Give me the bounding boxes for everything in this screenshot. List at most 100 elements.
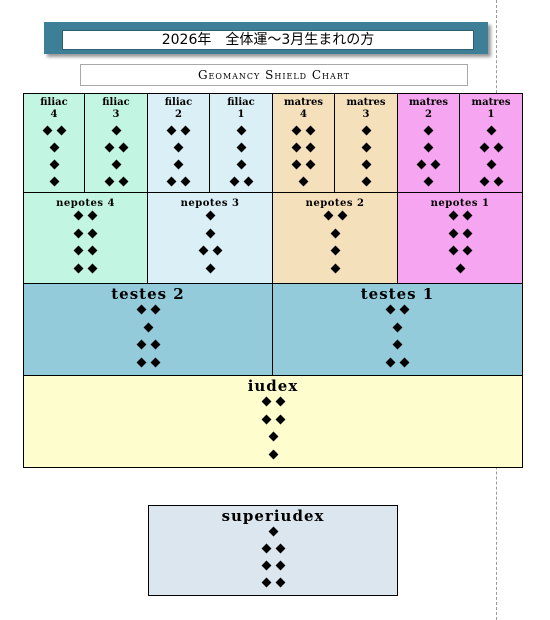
diamond-point-icon <box>416 159 427 170</box>
diamond-point-icon <box>486 159 496 170</box>
geomantic-figure <box>273 304 522 368</box>
figure-line <box>423 176 434 187</box>
figure-line <box>361 125 371 136</box>
diamond-point-icon <box>291 159 302 170</box>
diamond-point-icon <box>305 159 316 170</box>
diamond-point-icon <box>236 142 246 153</box>
geomantic-figure <box>210 125 272 187</box>
diamond-point-icon <box>392 339 403 350</box>
diamond-point-icon <box>118 142 128 153</box>
diamond-point-icon <box>462 210 472 221</box>
diamond-point-icon <box>104 142 114 153</box>
diamond-point-icon <box>268 449 278 460</box>
figure-line <box>49 176 59 187</box>
diamond-point-icon <box>180 176 191 187</box>
figure-line <box>49 159 59 170</box>
geomantic-figure <box>335 125 397 187</box>
figure-line <box>198 245 222 256</box>
diamond-point-icon <box>150 357 160 368</box>
iudex-cell: iudex <box>23 376 523 468</box>
geomantic-figure <box>460 125 522 187</box>
geomantic-figure <box>148 210 272 274</box>
testes-row: testes 2 testes 1 <box>23 284 523 376</box>
figure-line <box>291 125 316 136</box>
figure-line <box>173 159 184 170</box>
diamond-point-icon <box>455 263 465 274</box>
figure-line <box>392 322 403 333</box>
diamond-point-icon <box>243 176 253 187</box>
diamond-point-icon <box>493 142 503 153</box>
figure-line <box>73 245 98 256</box>
figure-line <box>261 560 285 571</box>
figure-line <box>479 142 503 153</box>
diamond-point-icon <box>180 125 191 136</box>
figure-line <box>136 304 160 315</box>
figure-line <box>361 142 371 153</box>
diamond-point-icon <box>205 263 215 274</box>
diamond-point-icon <box>423 176 434 187</box>
diamond-point-icon <box>166 125 177 136</box>
diamond-point-icon <box>330 245 340 256</box>
diamond-point-icon <box>104 176 114 187</box>
diamond-point-icon <box>399 357 410 368</box>
diamond-point-icon <box>118 176 128 187</box>
diamond-point-icon <box>111 125 121 136</box>
figure-line <box>261 396 285 407</box>
diamond-point-icon <box>330 228 340 239</box>
nepotes-4-cell: nepotes 4 <box>23 193 148 284</box>
figure-line <box>268 449 278 460</box>
diamond-point-icon <box>392 322 403 333</box>
page-title: 2026年 全体運～3月生まれの方 <box>62 30 474 50</box>
diamond-point-icon <box>261 396 271 407</box>
figure-line <box>261 543 285 554</box>
geomantic-figure <box>24 210 147 274</box>
nepotes-1-cell: nepotes 1 <box>398 193 523 284</box>
diamond-point-icon <box>49 176 59 187</box>
diamond-point-icon <box>261 414 271 425</box>
diamond-point-icon <box>87 263 98 274</box>
figure-line <box>416 159 441 170</box>
figure-line <box>73 210 98 221</box>
diamond-point-icon <box>198 245 208 256</box>
figure-line <box>361 159 371 170</box>
diamond-point-icon <box>462 245 472 256</box>
diamond-point-icon <box>423 142 434 153</box>
figure-line <box>236 159 246 170</box>
nepotes-2-cell: nepotes 2 <box>273 193 398 284</box>
figure-line <box>291 142 316 153</box>
diamond-point-icon <box>166 176 177 187</box>
cell-label: nepotes 4 <box>56 198 115 209</box>
cell-label: nepotes 2 <box>305 198 365 209</box>
figure-line <box>486 125 496 136</box>
diamond-point-icon <box>385 304 396 315</box>
diamond-point-icon <box>229 176 239 187</box>
testes-1-cell: testes 1 <box>273 284 523 376</box>
cell-label: nepotes 3 <box>180 198 240 209</box>
iudex-row: iudex <box>23 376 523 468</box>
diamond-point-icon <box>111 159 121 170</box>
cell-label: testes 2 <box>111 285 185 303</box>
geomantic-figure <box>273 210 397 274</box>
figure-line <box>479 176 503 187</box>
diamond-point-icon <box>479 176 489 187</box>
superiudex-box: superiudex <box>148 505 398 596</box>
diamond-point-icon <box>361 125 371 136</box>
figure-line <box>173 142 184 153</box>
figure-line <box>268 526 278 537</box>
figure-line <box>486 159 496 170</box>
figure-line <box>261 414 285 425</box>
figure-line <box>136 339 160 350</box>
chart-subtitle: Geomancy Shield Chart <box>80 64 468 86</box>
diamond-point-icon <box>298 176 309 187</box>
diamond-point-icon <box>87 228 98 239</box>
figure-line <box>236 125 246 136</box>
